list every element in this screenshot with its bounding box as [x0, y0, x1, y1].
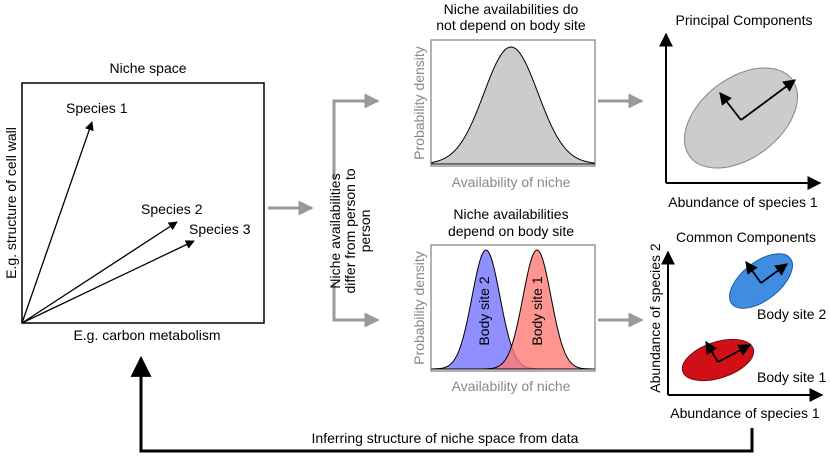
top-panel-title-line-2: not depend on body site — [436, 17, 586, 33]
branch-label-line-3: person — [357, 210, 373, 253]
branch-arrow-top — [332, 93, 380, 178]
pc1-arrow — [740, 79, 797, 121]
branch-label-line-1: Niche availabilities — [327, 173, 343, 288]
body-site-1-pc1-arrow — [717, 344, 752, 363]
feedback-label: Inferring structure of niche space from … — [312, 430, 579, 446]
pc2-arrow — [719, 92, 742, 121]
niche-space-box — [21, 82, 265, 324]
bottom-panel-y-label: Probability density — [411, 251, 427, 365]
body-site-1-label: Body site 1 — [757, 369, 826, 385]
branch-label: Niche availabilities differ from person … — [327, 168, 373, 293]
pca-ellipse — [684, 67, 798, 169]
niche-space-y-label: E.g. structure of cell wall — [3, 127, 19, 279]
body-site-1-curve-label: Body site 1 — [529, 276, 545, 345]
bottom-panel-title-line-1: Niche availabilities — [453, 206, 568, 222]
branch-arrow-bottom — [332, 282, 380, 328]
top-panel-x-label: Availability of niche — [452, 174, 571, 190]
branch-label-line-2: differ from person to — [342, 168, 358, 293]
common-x-label: Abundance of species 1 — [670, 405, 820, 421]
species-2-label: Species 2 — [141, 201, 203, 217]
top-density-curve — [431, 46, 595, 165]
niche-space-x-label: E.g. carbon metabolism — [73, 327, 220, 343]
species-3-vector — [21, 240, 195, 324]
pca-title: Principal Components — [676, 12, 813, 28]
feedback-arrow — [130, 355, 754, 453]
bottom-panel-title-line-2: depend on body site — [448, 223, 574, 239]
body-site-2-pc1-arrow — [760, 263, 789, 284]
common-title: Common Components — [676, 229, 816, 245]
pca-x-label: Abundance of species 1 — [668, 194, 818, 210]
body-site-1-curve — [432, 249, 595, 370]
body-site-2-label: Body site 2 — [757, 306, 826, 322]
top-panel-title-line-1: Niche availabilities do — [444, 1, 579, 17]
common-y-label: Abundance of species 2 — [647, 243, 663, 393]
top-panel-frame — [430, 39, 596, 167]
species-1-vector — [21, 121, 94, 324]
species-1-label: Species 1 — [66, 100, 128, 116]
body-site-2-curve-label: Body site 2 — [476, 276, 492, 345]
niche-space-title: Niche space — [109, 60, 186, 76]
body-site-2-pc2-arrow — [745, 260, 762, 284]
body-site-1-ellipse — [681, 338, 755, 382]
bottom-panel-x-label: Availability of niche — [452, 378, 571, 394]
body-site-1-pc2-arrow — [705, 340, 719, 363]
species-3-label: Species 3 — [189, 221, 251, 237]
top-panel-y-label: Probability density — [411, 46, 427, 160]
species-2-vector — [21, 221, 178, 324]
bottom-panel-frame — [430, 244, 596, 372]
